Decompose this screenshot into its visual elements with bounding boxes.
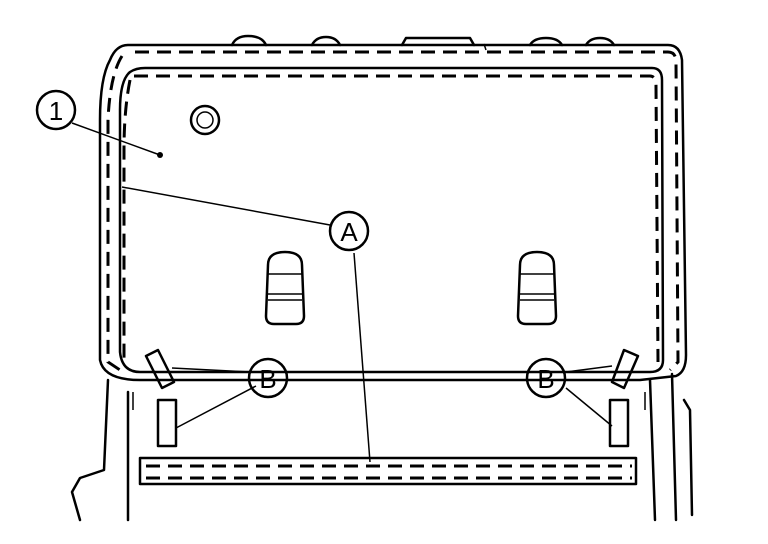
callout-b-right: B xyxy=(525,357,567,399)
headrest-guide-right xyxy=(516,250,558,326)
panel-outer-outline xyxy=(98,43,688,382)
clip-left-lower xyxy=(156,398,178,448)
clip-right-lower xyxy=(608,398,630,448)
callout-b-left-label: B xyxy=(259,364,276,394)
round-fastener-icon xyxy=(189,104,221,136)
callout-a: A xyxy=(328,210,370,252)
callout-1: 1 xyxy=(35,89,77,131)
clip-right-upper xyxy=(610,348,640,390)
seam-tape-inner-left-dashed xyxy=(122,79,132,362)
bottom-strip xyxy=(138,456,638,486)
headrest-guide-left xyxy=(264,250,306,326)
leader-lines xyxy=(71,122,613,463)
callout-1-label: 1 xyxy=(49,96,63,126)
callout-b-left: B xyxy=(247,357,289,399)
callout-a-label: A xyxy=(340,217,358,247)
panel-inner-face xyxy=(118,66,665,374)
clip-left-upper xyxy=(144,348,176,390)
frame-rails xyxy=(70,372,694,522)
top-mount-bumps xyxy=(230,34,616,51)
seam-tape-inner-dashed xyxy=(134,74,660,363)
seam-tape-left-dashed xyxy=(106,55,124,372)
panel-point-dot xyxy=(157,152,163,158)
callout-b-right-label: B xyxy=(537,364,554,394)
seam-tape-outer-dashed xyxy=(135,50,680,372)
